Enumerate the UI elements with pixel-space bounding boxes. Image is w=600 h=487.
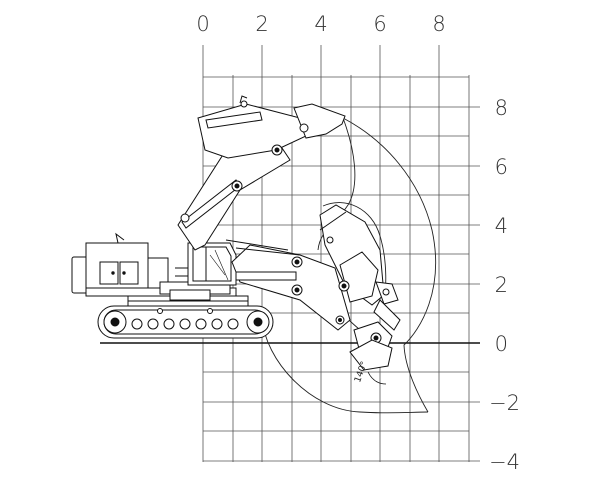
- top-axis-labels: 0 2 4 6 8: [196, 12, 445, 36]
- boom-extended: [231, 244, 351, 331]
- top-tick-label: 4: [314, 12, 327, 36]
- top-tick-label: 2: [255, 12, 268, 36]
- front-attachment-extended: [231, 204, 401, 371]
- bucket-extended: [339, 251, 379, 303]
- top-tick-label: 0: [196, 12, 209, 36]
- upper-structure: [71, 232, 237, 301]
- right-tick-label: 8: [495, 96, 508, 120]
- right-axis-labels: 8 6 4 2 0 −2 −4: [489, 96, 520, 474]
- undercarriage: [97, 295, 274, 339]
- track-rollers: [131, 318, 239, 330]
- top-tick-label: 8: [432, 12, 445, 36]
- angle-arc: [367, 371, 387, 385]
- stick-raised: [197, 103, 307, 159]
- right-tick-label: −4: [489, 450, 520, 474]
- right-tick-label: 0: [495, 332, 508, 356]
- front-attachment-raised: [177, 95, 346, 251]
- lower-dig-curve: [261, 317, 429, 414]
- exhaust-stack: [115, 232, 125, 244]
- right-tick-label: 4: [495, 214, 508, 238]
- connecting-cylinders: [225, 211, 347, 256]
- right-tick-label: 2: [495, 273, 508, 297]
- right-tick-label: 6: [495, 155, 508, 179]
- top-tick-label: 6: [373, 12, 386, 36]
- right-tick-label: −2: [489, 391, 520, 415]
- boom-raised: [177, 144, 291, 251]
- outer-reach-curve: [342, 117, 437, 413]
- bucket-low: [349, 339, 393, 371]
